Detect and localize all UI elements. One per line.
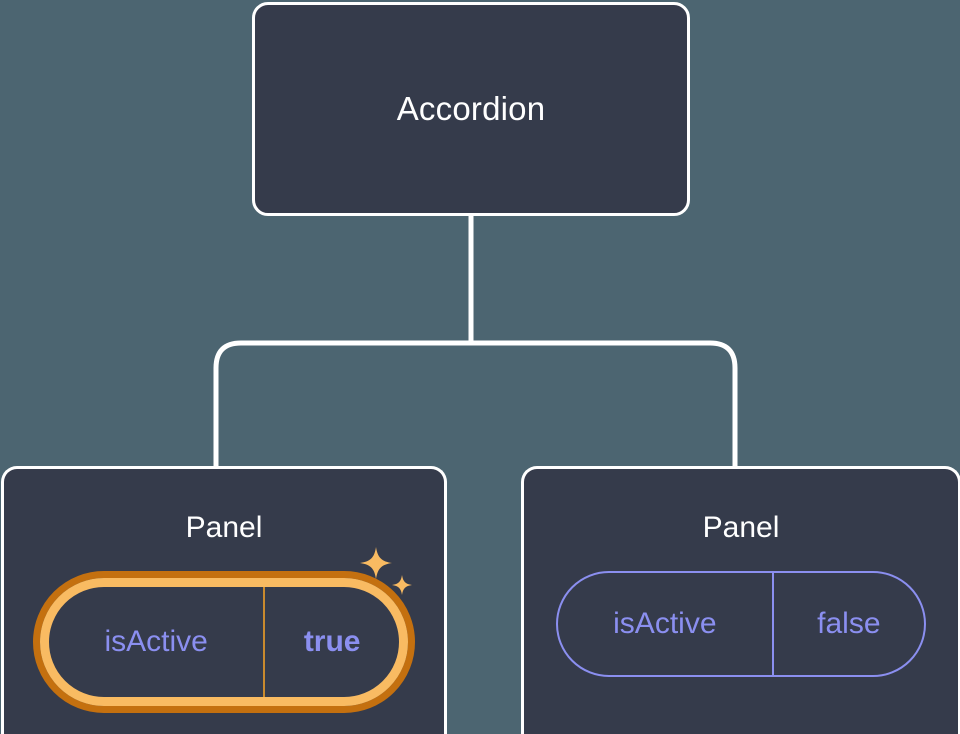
node-accordion-title: Accordion	[396, 89, 546, 127]
prop-key-left: isActive	[104, 625, 208, 658]
node-accordion[interactable]: Accordion	[252, 2, 690, 216]
prop-pill-left[interactable]: isActive true	[40, 578, 408, 706]
prop-pill-left-wrap: isActive true	[4, 547, 444, 713]
prop-pill-right-wrap: isActive false	[524, 571, 958, 677]
node-panel-left[interactable]: Panel isActive true	[1, 466, 447, 734]
prop-key-right: isActive	[613, 607, 717, 640]
node-panel-right-title: Panel	[702, 511, 780, 544]
prop-value-left: true	[263, 587, 399, 697]
prop-value-right: false	[771, 573, 924, 675]
prop-pill-left-highlight-ring: isActive true	[33, 571, 415, 713]
prop-pill-right[interactable]: isActive false	[556, 571, 926, 677]
connector-branch-bar	[213, 340, 738, 468]
node-panel-left-title: Panel	[185, 511, 263, 544]
node-panel-right[interactable]: Panel isActive false	[521, 466, 960, 734]
